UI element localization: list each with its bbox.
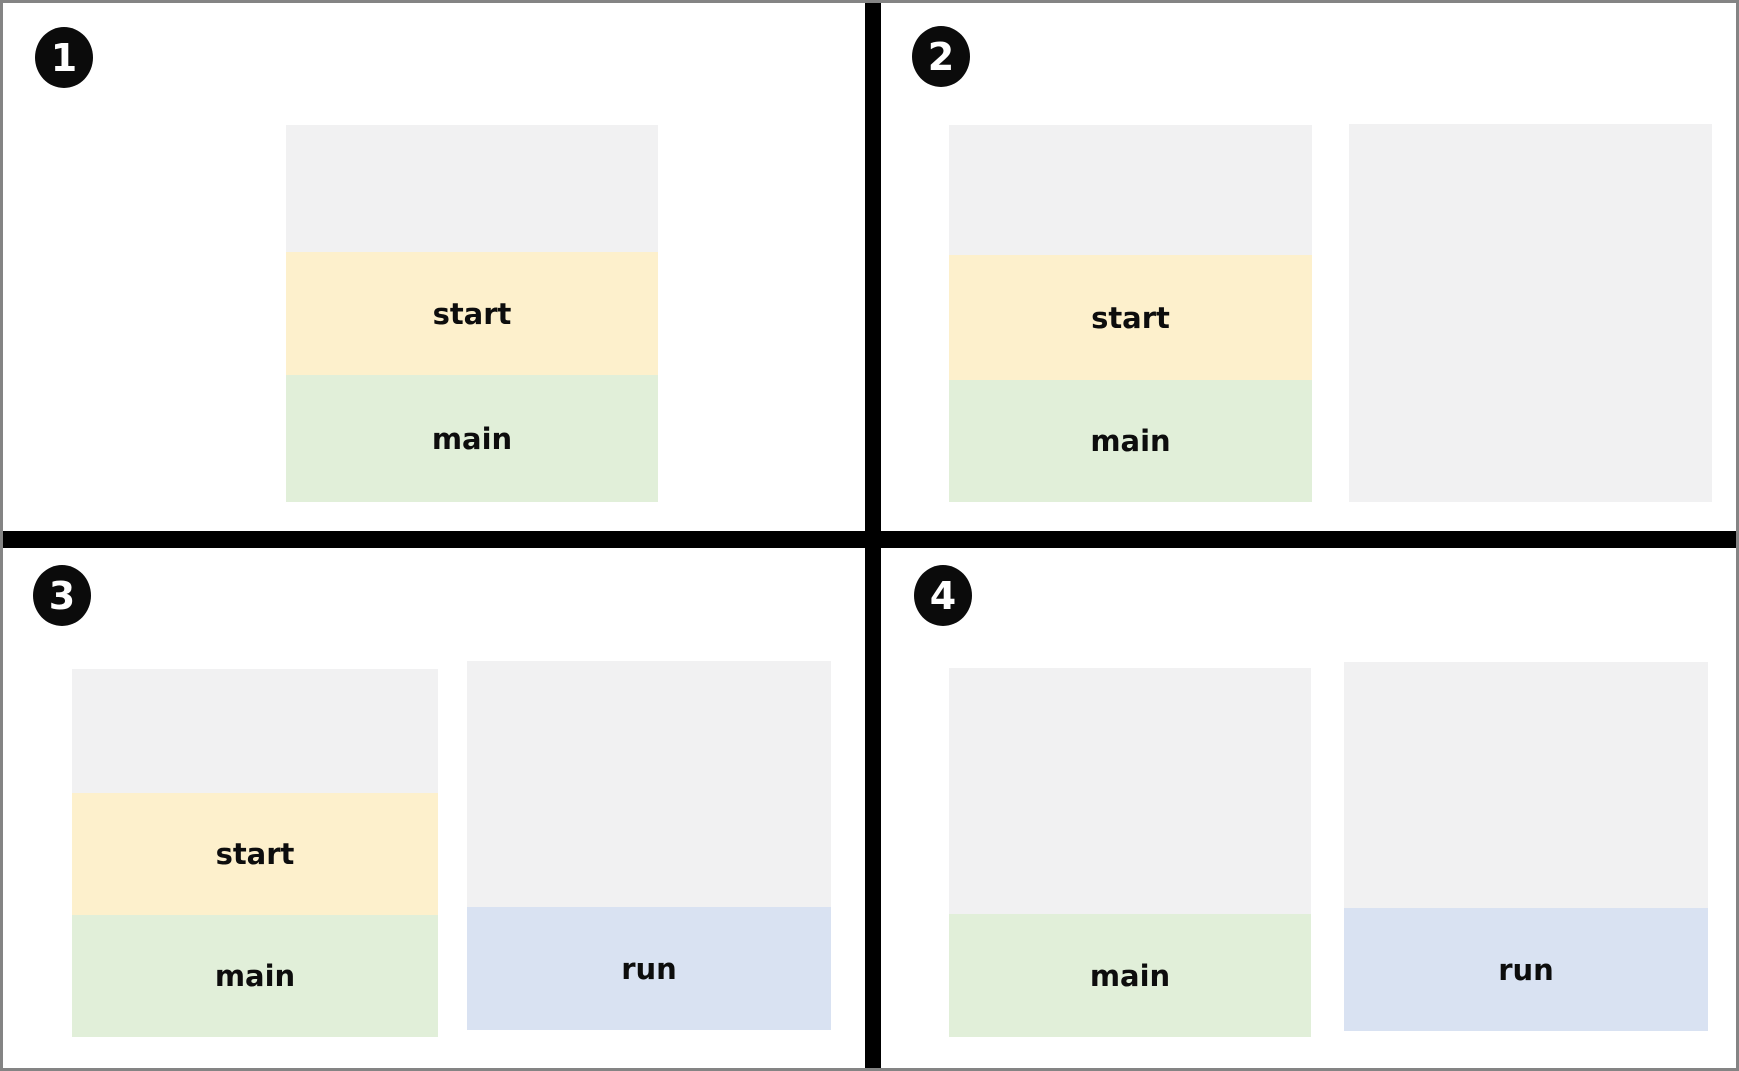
stack-segment-start: start [949,255,1312,380]
stack-segment-run: run [467,907,831,1030]
stack-segment-start: start [286,252,658,375]
step-badge-2: 2 [912,26,970,87]
stack-p3-new-thread: run [467,661,831,1030]
stack-segment-empty [1344,662,1708,908]
stack-segment-main: main [949,914,1311,1037]
stack-segment-main: main [286,375,658,502]
stack-segment-empty [286,125,658,252]
stack-segment-empty [949,668,1311,914]
step-badge-3: 3 [33,565,91,626]
stack-p4-main-thread: main [949,668,1311,1037]
grid-divider-horizontal [3,531,1736,548]
stack-segment-run: run [1344,908,1708,1031]
step-badge-4: 4 [914,565,972,626]
stack-p2-new-thread-empty [1349,124,1712,502]
stack-segment-empty [1349,124,1712,502]
stack-segment-main: main [72,915,438,1037]
stack-segment-empty [72,669,438,793]
stack-segment-empty [467,661,831,907]
stack-segment-main: main [949,380,1312,502]
stack-segment-start: start [72,793,438,915]
stack-p4-new-thread: run [1344,662,1708,1031]
step-badge-1: 1 [35,27,93,88]
stack-segment-empty [949,125,1312,255]
